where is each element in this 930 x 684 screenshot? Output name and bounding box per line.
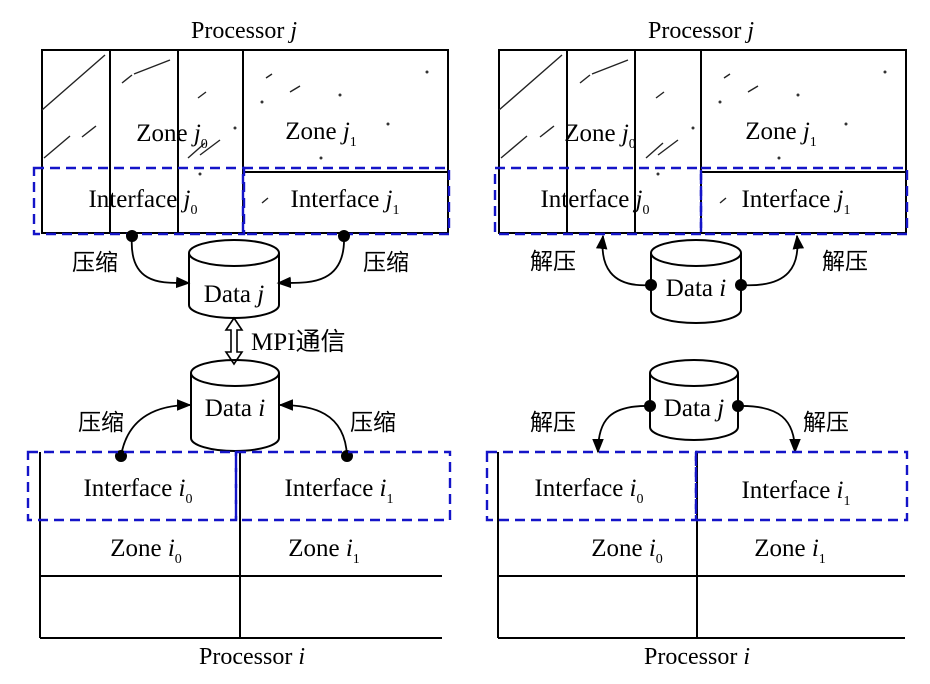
left-compress-arrow-j1 xyxy=(276,235,345,289)
left-compress-arrow-i0 xyxy=(120,399,192,457)
right-data-j-label: Data j xyxy=(664,395,724,422)
right-zone-j1-label: Zone j1 xyxy=(745,118,817,150)
left-compress-label-2: 压缩 xyxy=(363,250,409,276)
left-data-i-label: Data i xyxy=(205,395,265,422)
right-decompress-label-1: 解压 xyxy=(530,249,576,275)
left-zone-i0-label: Zone i0 xyxy=(110,535,182,567)
left-interface-i0-label: Interface i0 xyxy=(83,475,192,507)
hatch-texture xyxy=(498,54,759,204)
right-processor-j-label: Processor j xyxy=(648,18,754,44)
right-interface-j1-dashed-box xyxy=(699,166,909,236)
left-interface-i1-label: Interface i1 xyxy=(284,475,393,507)
right-data-i-cylinder xyxy=(650,239,742,324)
left-zone-i1-label: Zone i1 xyxy=(288,535,360,567)
right-zone-i1-label: Zone i1 xyxy=(754,535,826,567)
right-interface-j0-label: Interface j0 xyxy=(540,186,649,218)
right-data-i-label: Data i xyxy=(666,275,726,302)
left-processor-i-label: Processor i xyxy=(199,644,305,670)
right-data-j-cylinder xyxy=(649,359,739,441)
dot-texture xyxy=(198,70,429,176)
left-zone-j0-label: Zone j0 xyxy=(136,120,208,152)
right-processor-i-label: Processor i xyxy=(644,644,750,670)
right-panel: Processor j xyxy=(485,18,909,670)
left-compress-label-1: 压缩 xyxy=(72,250,118,276)
left-compress-label-4: 压缩 xyxy=(350,410,396,436)
right-interface-j0-dashed-box xyxy=(493,166,703,236)
right-interface-i0-dashed-box xyxy=(485,450,698,522)
right-decompress-arrow-j1 xyxy=(740,234,805,287)
right-zone-i0-label: Zone i0 xyxy=(591,535,663,567)
right-decompress-label-3: 解压 xyxy=(530,410,576,436)
left-panel: Processor j xyxy=(26,18,452,670)
left-compress-arrow-j0 xyxy=(131,235,191,289)
mpi-communication-label: MPI通信 xyxy=(251,328,345,356)
left-zone-j1-label: Zone j1 xyxy=(285,118,357,150)
left-interface-i1-dashed-box xyxy=(234,450,452,522)
right-decompress-label-2: 解压 xyxy=(822,249,868,275)
left-processor-i-block xyxy=(39,452,442,639)
right-interface-i1-dashed-box xyxy=(694,450,909,522)
right-decompress-arrow-i0 xyxy=(592,405,651,454)
right-zone-j0-label: Zone j0 xyxy=(564,120,636,152)
right-interface-i0-label: Interface i0 xyxy=(534,475,643,507)
left-data-j-label: Data j xyxy=(204,281,264,308)
dot-texture xyxy=(656,70,887,176)
right-decompress-arrow-j0 xyxy=(595,234,652,287)
right-interface-i1-label: Interface i1 xyxy=(741,477,850,509)
left-interface-j0-dashed-box xyxy=(32,166,246,236)
right-processor-j-block xyxy=(498,49,907,234)
hatch-texture xyxy=(41,54,301,204)
left-compress-label-3: 压缩 xyxy=(78,410,124,436)
right-interface-j1-label: Interface j1 xyxy=(741,186,850,218)
mpi-double-arrow xyxy=(224,316,244,366)
left-compress-arrow-i1 xyxy=(278,399,348,457)
left-interface-j0-label: Interface j0 xyxy=(88,186,197,218)
right-decompress-arrow-i1 xyxy=(737,405,801,454)
left-interface-j1-label: Interface j1 xyxy=(290,186,399,218)
right-decompress-label-4: 解压 xyxy=(803,410,849,436)
left-processor-j-label: Processor j xyxy=(191,18,297,44)
